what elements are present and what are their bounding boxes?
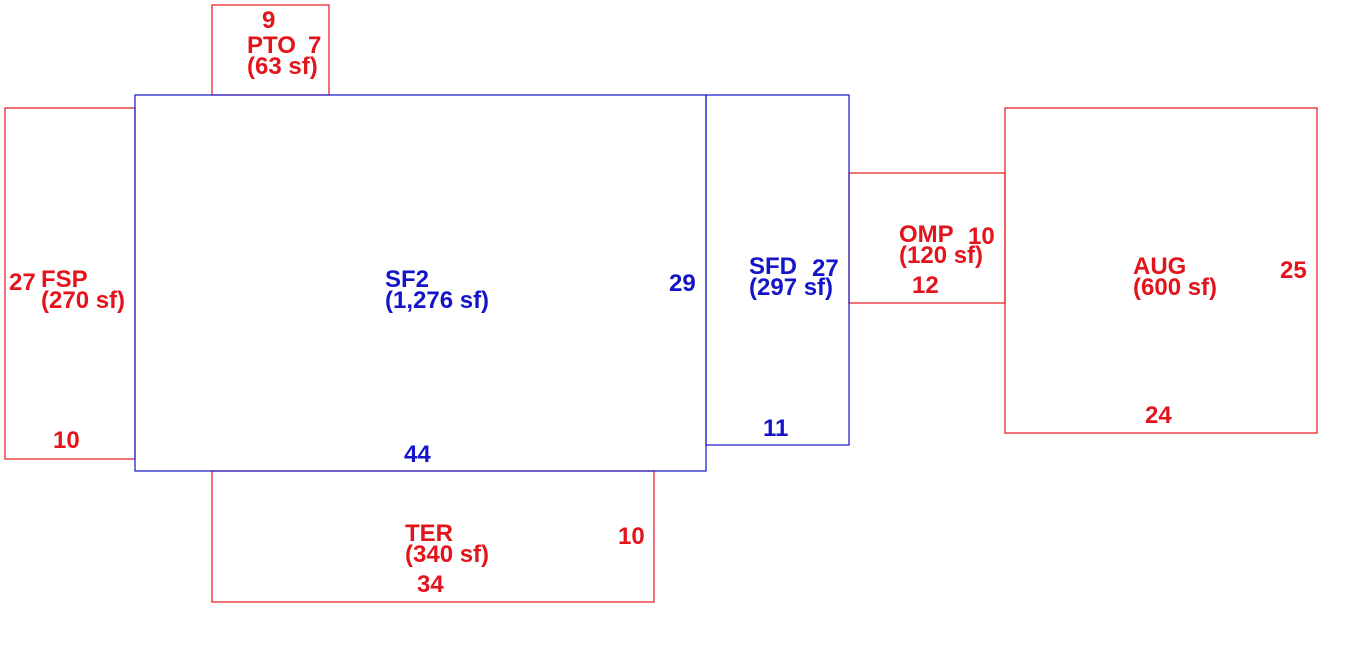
sfd-outline [705,94,850,446]
sf2-dim-side: 29 [669,270,696,297]
omp-dim-bottom: 12 [912,272,939,299]
aug-area-label: (600 sf) [1133,274,1217,301]
area-sfd: SFD 27 (297 sf) 11 [705,94,850,446]
ter-dim-side: 10 [618,523,645,550]
aug-dim-side: 25 [1280,257,1307,284]
area-ter: TER (340 sf) 10 34 [211,470,655,603]
sfd-dim-bottom: 11 [763,415,788,442]
aug-outline [1004,107,1318,434]
fsp-code-label: FSP [41,266,88,293]
ter-dim-bottom: 34 [417,571,444,598]
sfd-dim-side: 27 [812,255,839,282]
pto-code-label: PTO [247,32,296,59]
pto-area-label: (63 sf) [247,53,318,80]
sf2-dim-bottom: 44 [404,441,431,468]
sfd-area-label: (297 sf) [749,274,833,301]
area-omp: OMP 10 (120 sf) 12 [848,172,1006,304]
fsp-area-label: (270 sf) [41,287,125,314]
ter-area-label: (340 sf) [405,541,489,568]
fsp-dim-side: 27 [9,269,36,296]
aug-code-label: AUG [1133,253,1186,280]
ter-code-label: TER [405,520,453,547]
sfd-code-label: SFD [749,253,797,280]
omp-dim-side: 10 [968,223,995,250]
omp-code-label: OMP [899,221,954,248]
area-pto: 9 PTO 7 (63 sf) [211,4,330,96]
area-fsp: 27 FSP (270 sf) 10 [4,107,136,460]
area-sf2: SF2 (1,276 sf) 29 44 [134,94,707,472]
sf2-area-label: (1,276 sf) [385,287,489,314]
fsp-dim-bottom: 10 [53,427,80,454]
area-aug: AUG (600 sf) 25 24 [1004,107,1318,434]
omp-area-label: (120 sf) [899,242,983,269]
pto-dim-side: 7 [308,32,321,59]
sf2-code-label: SF2 [385,266,429,293]
aug-dim-bottom: 24 [1145,402,1172,429]
pto-dim-top: 9 [262,7,275,34]
